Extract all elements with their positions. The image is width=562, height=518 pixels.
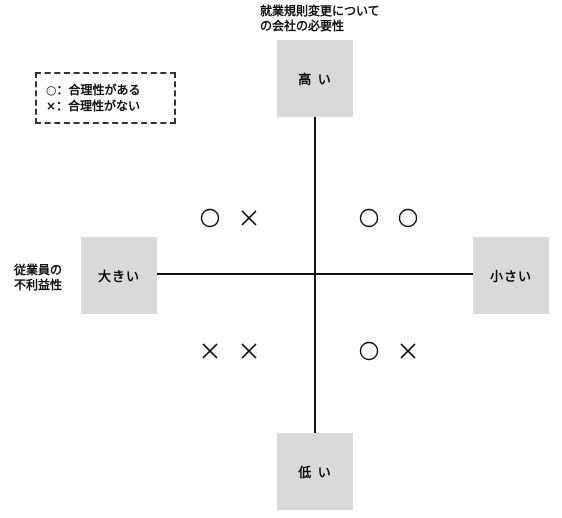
- vertical-axis-title: 就業規則変更について の会社の必要性: [260, 4, 380, 33]
- bottom-left-cross-icon-1: [202, 343, 218, 359]
- axis-bottom-box: 低 い: [277, 433, 353, 510]
- axis-left-box: 大きい: [81, 237, 157, 314]
- vertical-axis-line: [314, 117, 316, 433]
- axis-bottom-label: 低 い: [298, 466, 332, 481]
- axis-right-label: 小さい: [489, 270, 532, 285]
- legend-cross-entry: ×：合理性がない: [46, 99, 141, 113]
- legend-circle-entry: ○：合理性がある: [46, 83, 141, 97]
- axis-right-box: 小さい: [473, 237, 549, 314]
- legend-box: ○：合理性がある ×：合理性がない: [35, 72, 176, 124]
- top-left-circle-icon: [200, 208, 220, 228]
- bottom-right-cross-icon: [400, 343, 416, 359]
- top-left-cross-icon: [241, 210, 257, 226]
- top-right-circle-icon-2: [398, 208, 418, 228]
- axis-top-label: 高 い: [298, 73, 332, 88]
- top-right-circle-icon-1: [359, 208, 379, 228]
- horizontal-axis-line: [157, 273, 473, 275]
- axis-left-label: 大きい: [97, 270, 140, 285]
- bottom-right-circle-icon: [359, 341, 379, 361]
- bottom-left-cross-icon-2: [241, 343, 257, 359]
- horizontal-axis-title: 従業員の 不利益性: [14, 263, 63, 292]
- axis-top-box: 高 い: [277, 40, 353, 117]
